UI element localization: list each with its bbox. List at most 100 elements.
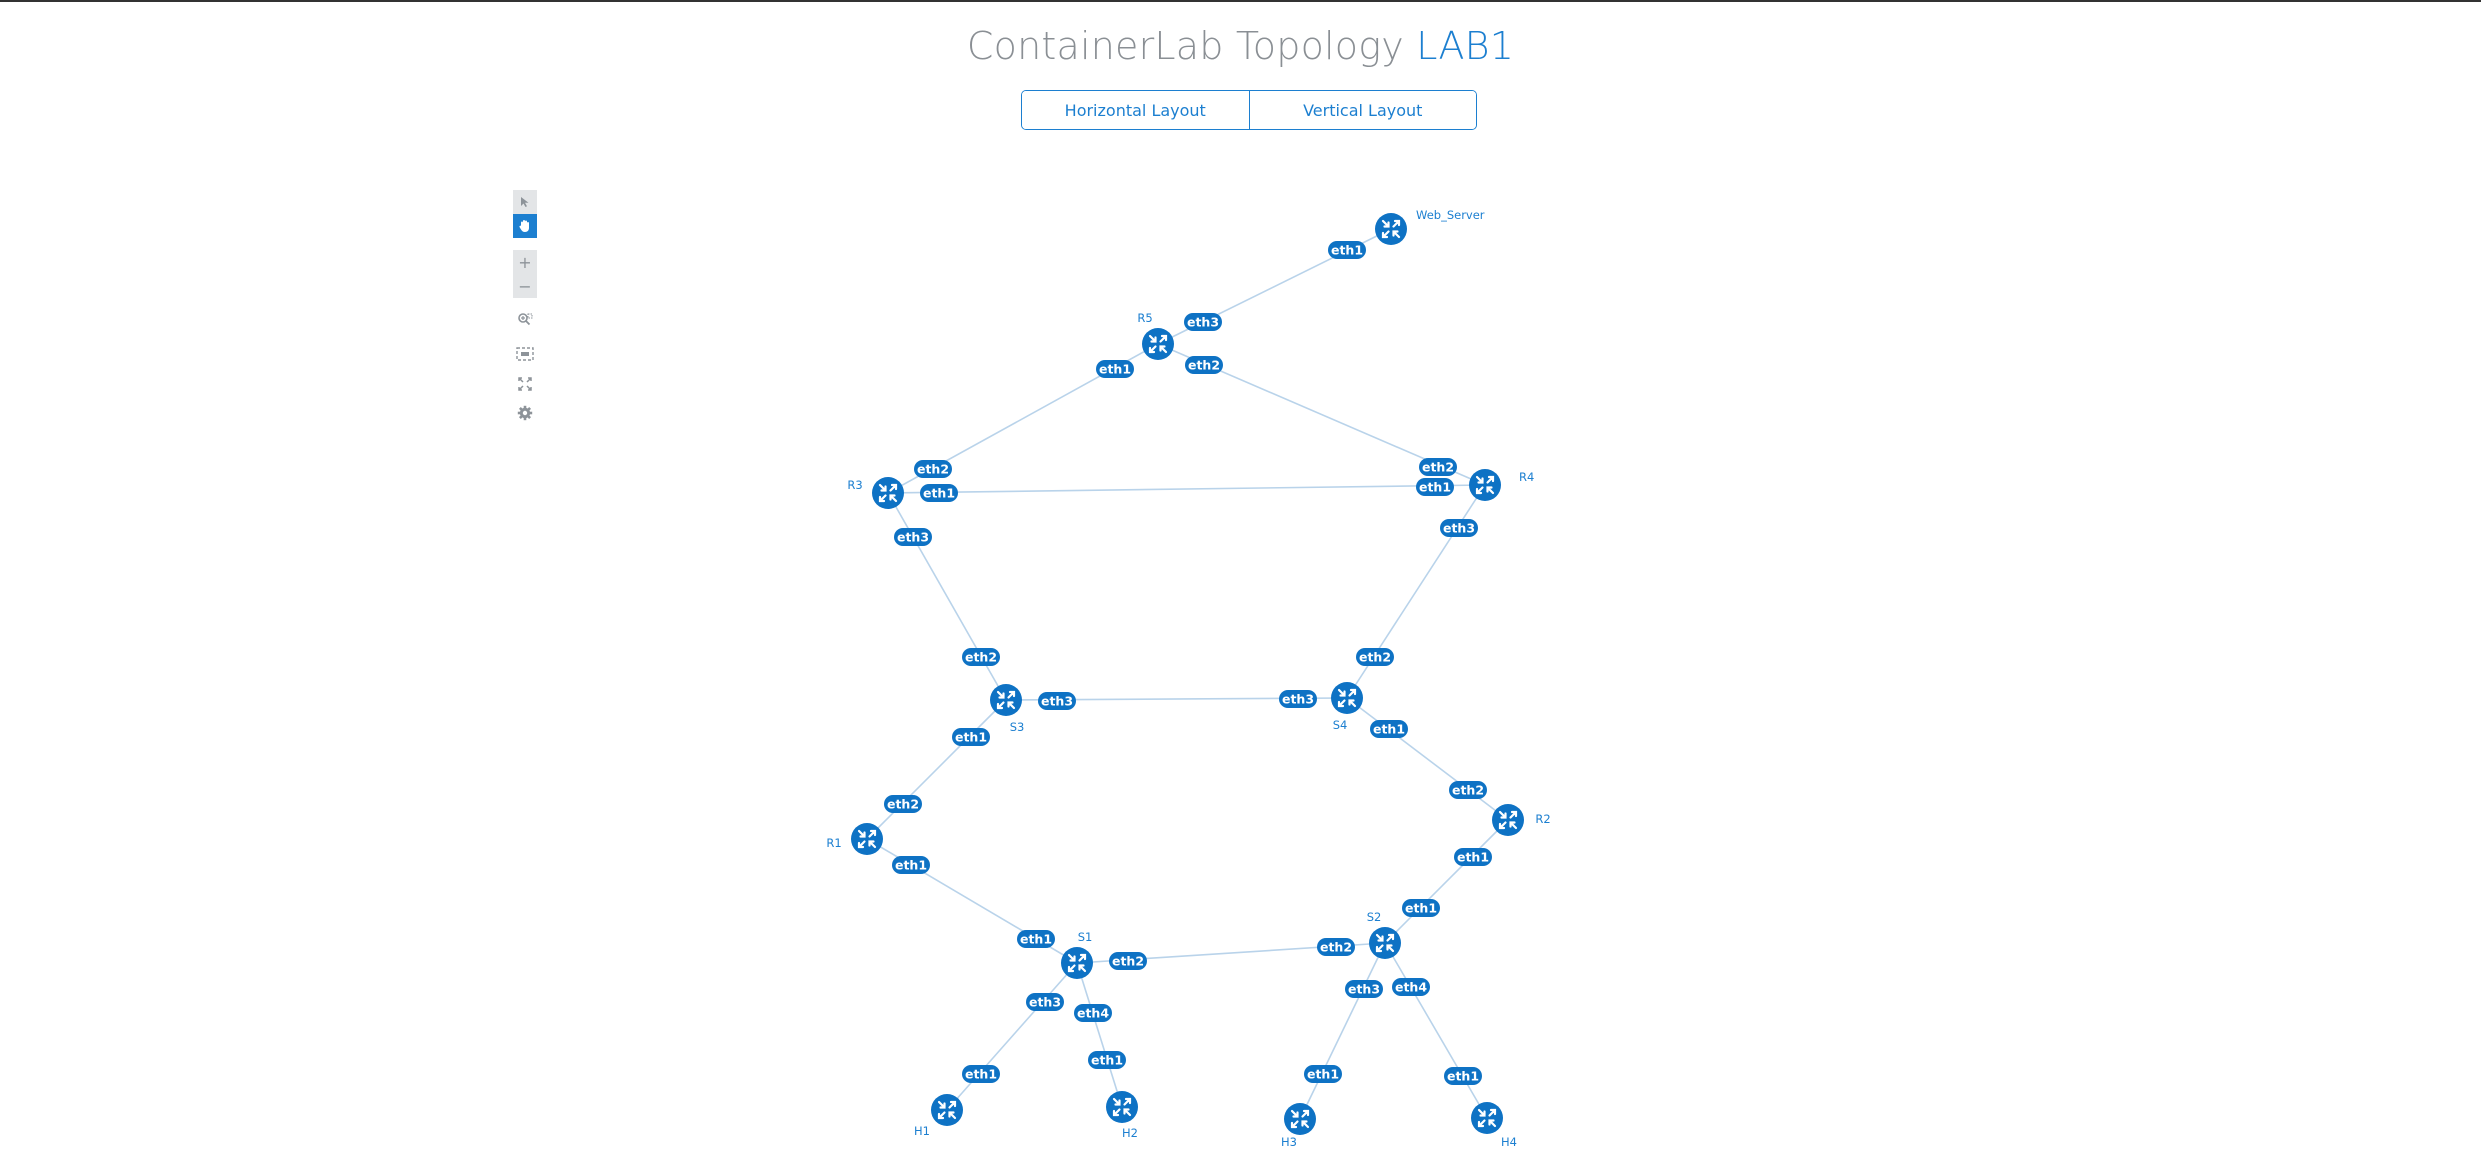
zoom-in-button[interactable]: + (513, 250, 537, 274)
port-label: eth2 (917, 462, 949, 477)
port-badge (1096, 360, 1134, 378)
node-label: S3 (1010, 720, 1025, 734)
node-s1[interactable] (1061, 947, 1093, 979)
link-s1-h1[interactable] (946, 962, 1078, 1111)
port-badge (1038, 692, 1076, 710)
link-s4-r2[interactable] (1346, 697, 1509, 821)
port-badge (892, 856, 930, 874)
port-r4-eth3: eth3 (1440, 519, 1478, 537)
node-label: R2 (1535, 812, 1550, 826)
port-label: eth2 (1188, 358, 1220, 373)
router-icon (1369, 927, 1401, 959)
node-s3[interactable] (990, 684, 1022, 716)
port-label: eth3 (1029, 995, 1061, 1010)
port-r4-eth2: eth2 (1419, 458, 1457, 476)
router-icon (1106, 1091, 1138, 1123)
port-label: eth1 (965, 1067, 997, 1082)
node-label: H1 (914, 1124, 930, 1138)
port-badge (1304, 1065, 1342, 1083)
node-h2[interactable] (1106, 1091, 1138, 1123)
port-web_server-eth1: eth1 (1328, 241, 1366, 259)
pointer-icon[interactable] (513, 190, 537, 214)
port-s2-eth4: eth4 (1392, 978, 1430, 996)
router-glyph (878, 483, 898, 503)
port-s2-eth2: eth2 (1317, 938, 1355, 956)
port-label: eth1 (895, 858, 927, 873)
node-s4[interactable] (1331, 682, 1363, 714)
node-r1[interactable] (851, 823, 883, 855)
gear-icon[interactable] (513, 401, 537, 425)
link-s1-h2[interactable] (1076, 962, 1123, 1108)
router-icon (1492, 804, 1524, 836)
hand-icon[interactable] (513, 214, 537, 238)
router-icon (931, 1094, 963, 1126)
port-r3-eth3: eth3 (894, 528, 932, 546)
horizontal-layout-button[interactable]: Horizontal Layout (1022, 91, 1249, 129)
node-s2[interactable] (1369, 927, 1401, 959)
link-r3-r4[interactable] (887, 484, 1486, 494)
router-glyph (1337, 688, 1357, 708)
node-h4[interactable] (1471, 1102, 1503, 1134)
node-label: H2 (1122, 1126, 1138, 1140)
port-badge (1185, 356, 1223, 374)
port-badge (962, 648, 1000, 666)
link-r2-s2[interactable] (1384, 819, 1509, 944)
port-s4-eth2: eth2 (1356, 648, 1394, 666)
node-label: R1 (826, 836, 841, 850)
node-h1[interactable] (931, 1094, 963, 1126)
node-h3[interactable] (1284, 1103, 1316, 1135)
node-r3[interactable] (872, 477, 904, 509)
port-badge (1026, 993, 1064, 1011)
port-label: eth1 (955, 730, 987, 745)
port-label: eth3 (1187, 315, 1219, 330)
port-label: eth1 (1419, 480, 1451, 495)
router-glyph (1375, 933, 1395, 953)
port-badge (920, 484, 958, 502)
zoom-select-icon[interactable] (513, 308, 537, 332)
port-label: eth3 (1443, 521, 1475, 536)
port-label: eth4 (1077, 1006, 1109, 1021)
port-r5-eth1: eth1 (1096, 360, 1134, 378)
router-glyph (1290, 1109, 1310, 1129)
router-glyph (1475, 475, 1495, 495)
link-s2-h4[interactable] (1384, 942, 1488, 1119)
node-label: R5 (1137, 311, 1152, 325)
port-r1-eth1: eth1 (892, 856, 930, 874)
port-badge (1328, 241, 1366, 259)
port-label: eth2 (965, 650, 997, 665)
port-s1-eth2: eth2 (1109, 952, 1147, 970)
vertical-layout-button[interactable]: Vertical Layout (1248, 91, 1476, 129)
router-icon (1375, 213, 1407, 245)
link-s2-h3[interactable] (1299, 942, 1386, 1120)
router-glyph (857, 829, 877, 849)
port-h2-eth1: eth1 (1088, 1051, 1126, 1069)
fit-icon[interactable] (513, 342, 537, 366)
port-badge (1017, 930, 1055, 948)
node-web_server[interactable] (1375, 213, 1407, 245)
router-glyph (996, 690, 1016, 710)
port-badge (1317, 938, 1355, 956)
node-r4[interactable] (1469, 469, 1501, 501)
port-label: eth3 (1041, 694, 1073, 709)
zoom-out-button[interactable]: − (513, 274, 537, 298)
link-s3-r1[interactable] (866, 699, 1007, 840)
fullscreen-icon[interactable] (513, 372, 537, 396)
port-badge (1392, 978, 1430, 996)
port-label: eth1 (1020, 932, 1052, 947)
port-label: eth1 (1447, 1069, 1479, 1084)
port-r5-eth2: eth2 (1185, 356, 1223, 374)
port-badge (1419, 458, 1457, 476)
port-label: eth1 (1373, 722, 1405, 737)
port-badge (894, 528, 932, 546)
router-glyph (1477, 1108, 1497, 1128)
port-r2-eth2: eth2 (1449, 781, 1487, 799)
node-r5[interactable] (1142, 328, 1174, 360)
link-r3-s3[interactable] (887, 492, 1007, 701)
node-r2[interactable] (1492, 804, 1524, 836)
port-badge (1356, 648, 1394, 666)
link-r4-s4[interactable] (1346, 484, 1486, 699)
port-badge (1088, 1051, 1126, 1069)
top-border (0, 0, 2481, 2)
router-icon (1061, 947, 1093, 979)
